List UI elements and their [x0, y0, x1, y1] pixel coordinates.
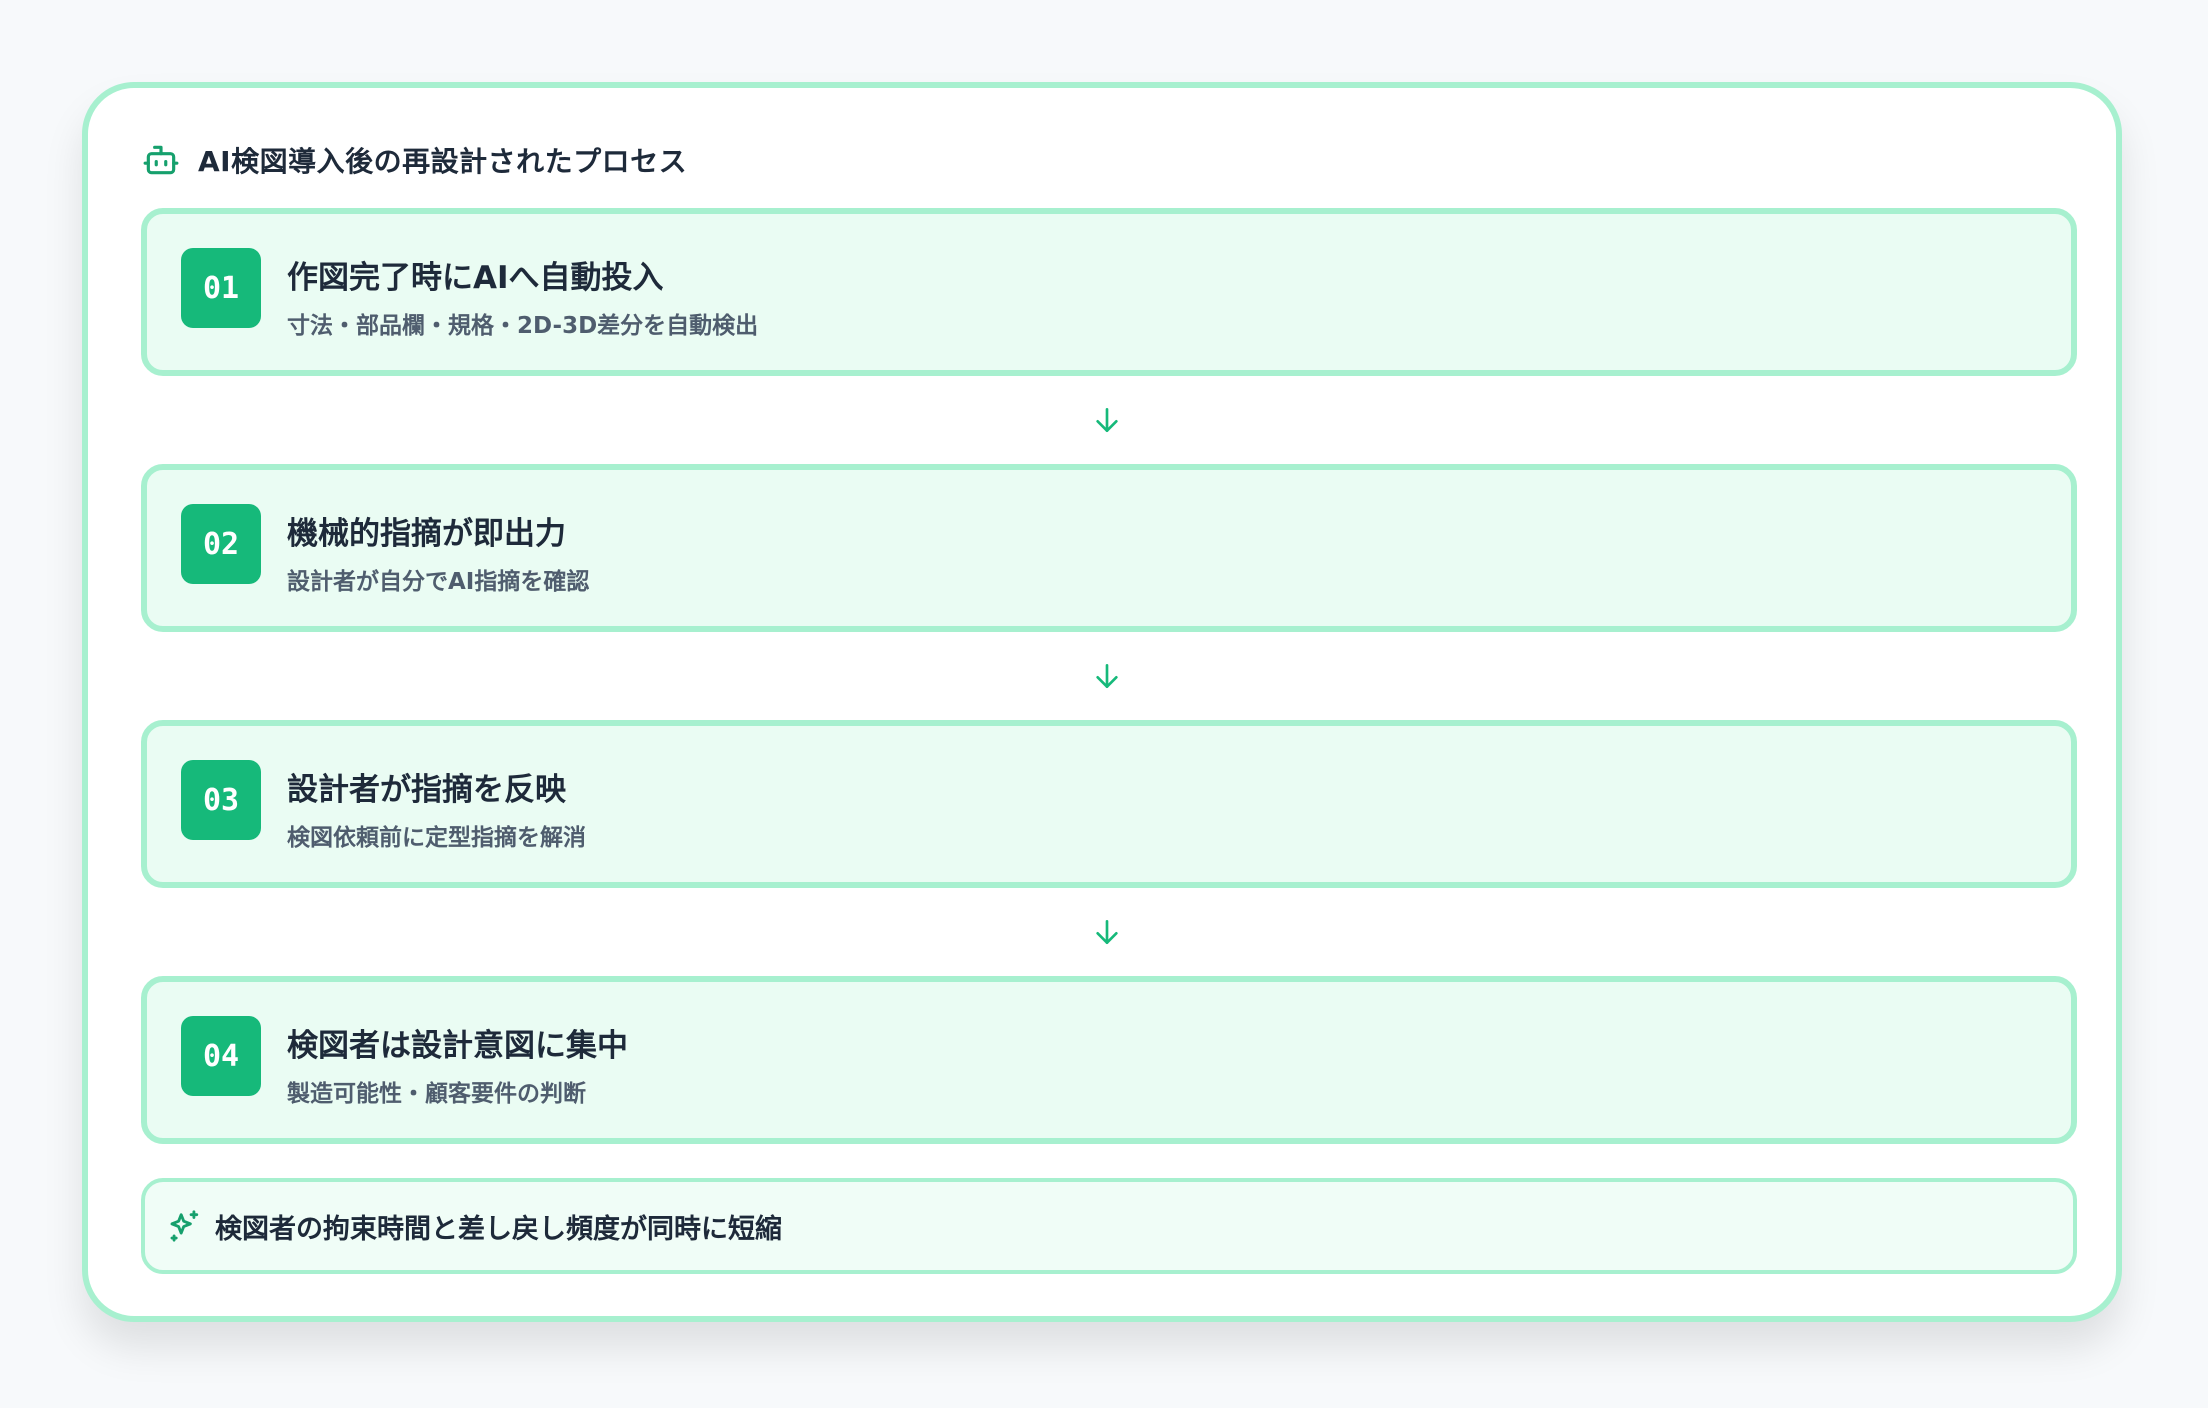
step-number-badge: 01	[181, 248, 261, 328]
step-description: 検図依頼前に定型指摘を解消	[287, 825, 586, 851]
arrow-down-icon	[1096, 664, 1118, 688]
card-header: AI検図導入後の再設計されたプロセス	[142, 140, 687, 180]
arrow-down-icon	[1096, 408, 1118, 432]
process-card: AI検図導入後の再設計されたプロセス 01 作図完了時にAIへ自動投入 寸法・部…	[82, 82, 2122, 1322]
step-description: 寸法・部品欄・規格・2D-3D差分を自動検出	[287, 313, 759, 339]
step-number-badge: 04	[181, 1016, 261, 1096]
step-description: 設計者が自分でAI指摘を確認	[287, 569, 590, 595]
step-title: 検図者は設計意図に集中	[287, 1028, 628, 1064]
process-step-4: 04 検図者は設計意図に集中 製造可能性・顧客要件の判断	[141, 976, 2077, 1144]
sparkles-icon	[170, 1210, 199, 1242]
step-number-badge: 02	[181, 504, 261, 584]
process-step-1: 01 作図完了時にAIへ自動投入 寸法・部品欄・規格・2D-3D差分を自動検出	[141, 208, 2077, 376]
step-title: 機械的指摘が即出力	[287, 516, 566, 552]
summary-text: 検図者の拘束時間と差し戻し頻度が同時に短縮	[215, 1213, 782, 1245]
step-description: 製造可能性・顧客要件の判断	[287, 1081, 586, 1107]
card-title: AI検図導入後の再設計されたプロセス	[198, 145, 688, 178]
step-title: 作図完了時にAIへ自動投入	[287, 260, 664, 296]
step-number-badge: 03	[181, 760, 261, 840]
robot-icon	[143, 145, 179, 175]
process-step-2: 02 機械的指摘が即出力 設計者が自分でAI指摘を確認	[141, 464, 2077, 632]
summary-box: 検図者の拘束時間と差し戻し頻度が同時に短縮	[141, 1178, 2077, 1274]
arrow-down-icon	[1096, 920, 1118, 944]
step-title: 設計者が指摘を反映	[287, 772, 566, 808]
process-step-3: 03 設計者が指摘を反映 検図依頼前に定型指摘を解消	[141, 720, 2077, 888]
